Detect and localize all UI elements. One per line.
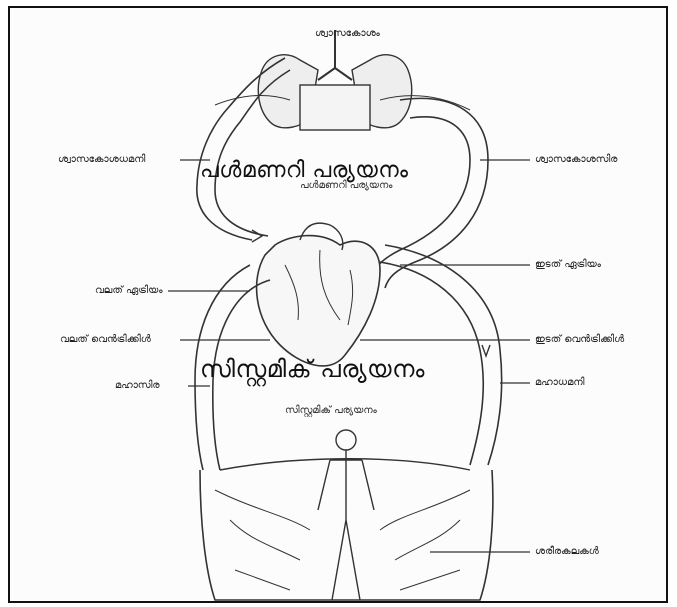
- lungs-label: ശ്വാസകോശം: [315, 28, 380, 40]
- heart-illustration: [257, 223, 380, 366]
- vena-cava-label: മഹാസിര: [115, 380, 160, 392]
- pulmonary-circulation-heading: പൾമണറി പര്യയനം: [200, 158, 408, 183]
- right-atrium-label: വലത് ഏട്രിയം: [95, 285, 163, 297]
- left-atrium-label: ഇടത് ഏട്രിയം: [535, 259, 601, 271]
- right-ventricle-label: വലത് വെൻട്രിക്കിൾ: [60, 334, 151, 346]
- pulmonary-artery-label: ശ്വാസകോശധമനി: [58, 154, 145, 166]
- left-ventricle-label: ഇടത് വെൻട്രിക്കിൾ: [535, 334, 624, 346]
- lungs-illustration: [258, 30, 411, 130]
- systemic-circulation-heading: സിസ്റ്റമിക് പര്യയനം: [200, 355, 425, 383]
- body-tissues-label: ശരീരകലകൾ: [535, 546, 599, 558]
- systemic-circulation-small-label: സിസ്റ്റമിക് പര്യയനം: [285, 405, 377, 416]
- pulmonary-loop-right: [370, 117, 470, 280]
- pulmonary-vein-label: ശ്വാസകോശസിര: [535, 154, 617, 166]
- human-figure: [318, 430, 374, 600]
- aorta-label: മഹാധമനി: [535, 377, 584, 389]
